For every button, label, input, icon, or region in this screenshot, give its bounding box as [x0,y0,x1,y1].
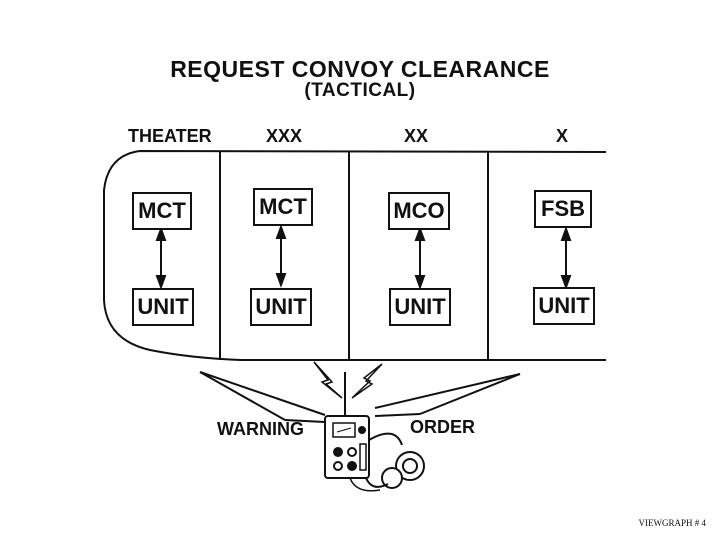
column-header-x: X [556,126,569,146]
box-x-bottom: UNIT [533,287,595,325]
convoy-band-outline [103,149,607,361]
arrow-x [560,226,572,290]
box-xx-bottom: UNIT [389,288,451,326]
column-header-xx: XX [404,126,429,146]
diagram-title: REQUEST CONVOY CLEARANCE [170,56,550,82]
box-theater-bottom: UNIT [132,288,194,326]
arrows [155,224,572,290]
box-xx-top: MCO [388,192,450,230]
diagram-subtitle: (TACTICAL) [304,80,416,101]
box-x-top: FSB [534,190,592,228]
arrow-theater [155,226,167,290]
column-header-theater: THEATER [128,126,212,146]
field-radio-icon [324,372,425,492]
arrow-xx [414,226,426,290]
lightning-bolt-right-icon [351,363,383,399]
warning-label: WARNING [217,419,304,439]
arrow-xxx [275,224,287,288]
box-theater-top: MCT [132,192,192,230]
box-xxx-top: MCT [253,188,313,226]
column-header-xxx: XXX [266,126,303,146]
lightning-bolt-icons [313,361,383,399]
signal-lines [199,371,521,423]
lightning-bolt-left-icon [313,361,343,399]
order-label: ORDER [410,417,476,437]
viewgraph-number: VIEWGRAPH # 4 [638,518,707,528]
box-xxx-bottom: UNIT [250,288,312,326]
